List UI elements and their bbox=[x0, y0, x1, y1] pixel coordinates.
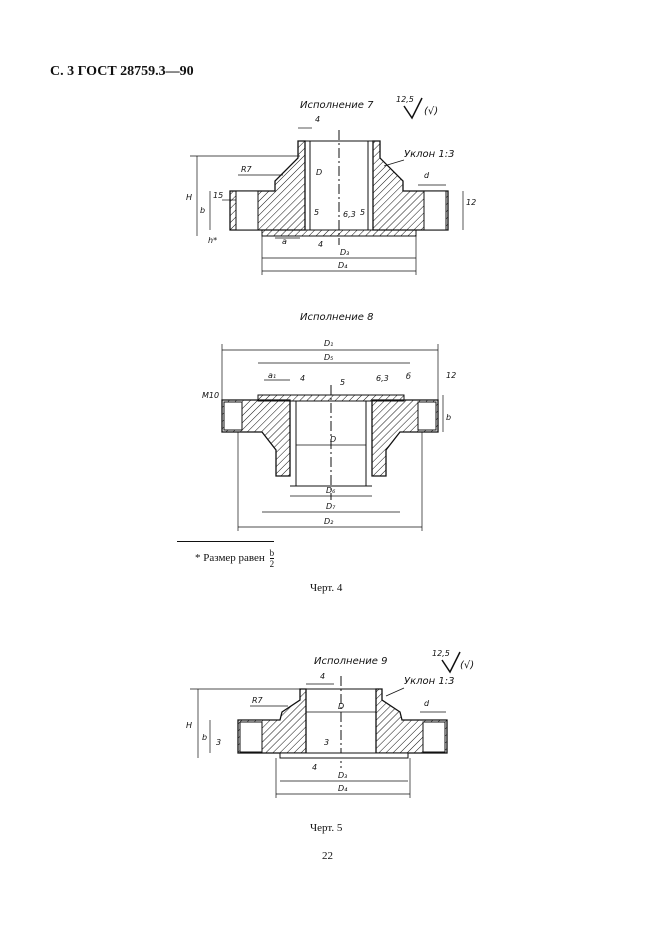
fig7-dim-H: H bbox=[186, 193, 192, 202]
fig7-dim-12: 12 bbox=[466, 198, 476, 207]
fig7-slope: Уклон 1:3 bbox=[404, 149, 454, 160]
fig9-dim-3a: 3 bbox=[216, 738, 221, 747]
fig8-dim-a1: a₁ bbox=[268, 371, 276, 380]
fig9-roughness-value: 12,5 bbox=[432, 649, 450, 658]
fig7-dim-r7: R7 bbox=[241, 165, 253, 174]
fig7-dim-6-3: 6,3 bbox=[343, 210, 356, 219]
fig9-dim-H: H bbox=[186, 721, 192, 730]
fig7-dim-D4: D₄ bbox=[338, 261, 348, 270]
fig8-dim-b: b bbox=[446, 413, 451, 422]
fig8-dim-D7: D₇ bbox=[326, 502, 336, 511]
fig8-dim-D1: D₁ bbox=[324, 339, 333, 348]
fig7-roughness-value: 12,5 bbox=[396, 95, 414, 104]
figure-9: Исполнение 9 12,5 (√) H b 3 R7 4 D 3 4 У… bbox=[186, 649, 474, 798]
fig8-dim-D2: D₂ bbox=[324, 517, 334, 526]
footnote-rule bbox=[177, 541, 274, 542]
fig7-dim-D: D bbox=[316, 168, 322, 177]
fig7-dim-4-bottom: 4 bbox=[318, 240, 323, 249]
fig9-dim-D4: D₄ bbox=[338, 784, 348, 793]
fig9-slope: Уклон 1:3 bbox=[404, 676, 454, 687]
fig7-dim-15: 15 bbox=[213, 191, 223, 200]
caption-chart-5: Черт. 5 bbox=[310, 822, 343, 834]
fig7-dim-5a: 5 bbox=[314, 208, 319, 217]
footnote-numerator: b bbox=[269, 548, 275, 559]
fig7-dim-a: a bbox=[282, 237, 287, 246]
footnote-fraction: b 2 bbox=[269, 548, 275, 569]
fig9-dim-D: D bbox=[338, 702, 344, 711]
fig9-dim-D3: D₃ bbox=[338, 771, 347, 780]
footnote-denominator: 2 bbox=[269, 559, 275, 569]
roughness-icon bbox=[441, 651, 461, 674]
fig7-dim-b: b bbox=[200, 206, 205, 215]
page-number: 22 bbox=[322, 850, 333, 862]
fig8-dim-6-3: 6,3 bbox=[376, 374, 389, 383]
fig7-title: Исполнение 7 bbox=[300, 100, 374, 111]
fig9-dim-b: b bbox=[202, 733, 207, 742]
fig8-dim-D5: D₅ bbox=[324, 353, 333, 362]
figure-7: Исполнение 7 12,5 (√) H b 15 h* R7 4 D 5… bbox=[186, 95, 476, 275]
footnote: * Размер равен b 2 bbox=[195, 548, 275, 569]
footnote-text: * Размер равен bbox=[195, 552, 265, 565]
fig7-dim-h-star: h* bbox=[208, 236, 217, 245]
fig8-dim-4: 4 bbox=[300, 374, 305, 383]
fig9-dim-d: d bbox=[424, 699, 430, 708]
fig9-title: Исполнение 9 bbox=[314, 656, 387, 667]
fig8-dim-M10: M10 bbox=[202, 391, 219, 400]
fig9-dim-4-top: 4 bbox=[320, 672, 325, 681]
fig8-title: Исполнение 8 bbox=[300, 312, 373, 323]
fig8-dim-12: 12 bbox=[446, 371, 456, 380]
fig7-roughness-check: (√) bbox=[424, 106, 438, 117]
page-header: С. 3 ГОСТ 28759.3—90 bbox=[50, 64, 194, 79]
fig9-dim-r7: R7 bbox=[252, 696, 264, 705]
roughness-icon bbox=[403, 97, 423, 120]
fig9-dim-3b: 3 bbox=[324, 738, 329, 747]
fig9-roughness-check: (√) bbox=[460, 660, 474, 671]
fig8-dim-D: D bbox=[330, 435, 336, 444]
fig7-dim-5b: 5 bbox=[360, 208, 365, 217]
fig8-dim-D6: D₆ bbox=[326, 486, 336, 495]
caption-chart-4: Черт. 4 bbox=[310, 582, 343, 594]
fig8-dim-delta: б bbox=[406, 372, 411, 381]
fig8-dim-5: 5 bbox=[340, 378, 345, 387]
fig7-dim-D3: D₃ bbox=[340, 248, 349, 257]
fig9-dim-4-bottom: 4 bbox=[312, 763, 317, 772]
fig7-dim-4-top: 4 bbox=[315, 115, 320, 124]
figure-8: Исполнение 8 D₁ D₅ M10 a₁ 4 5 6,3 б 12 b… bbox=[202, 312, 456, 531]
fig7-dim-d: d bbox=[424, 171, 430, 180]
